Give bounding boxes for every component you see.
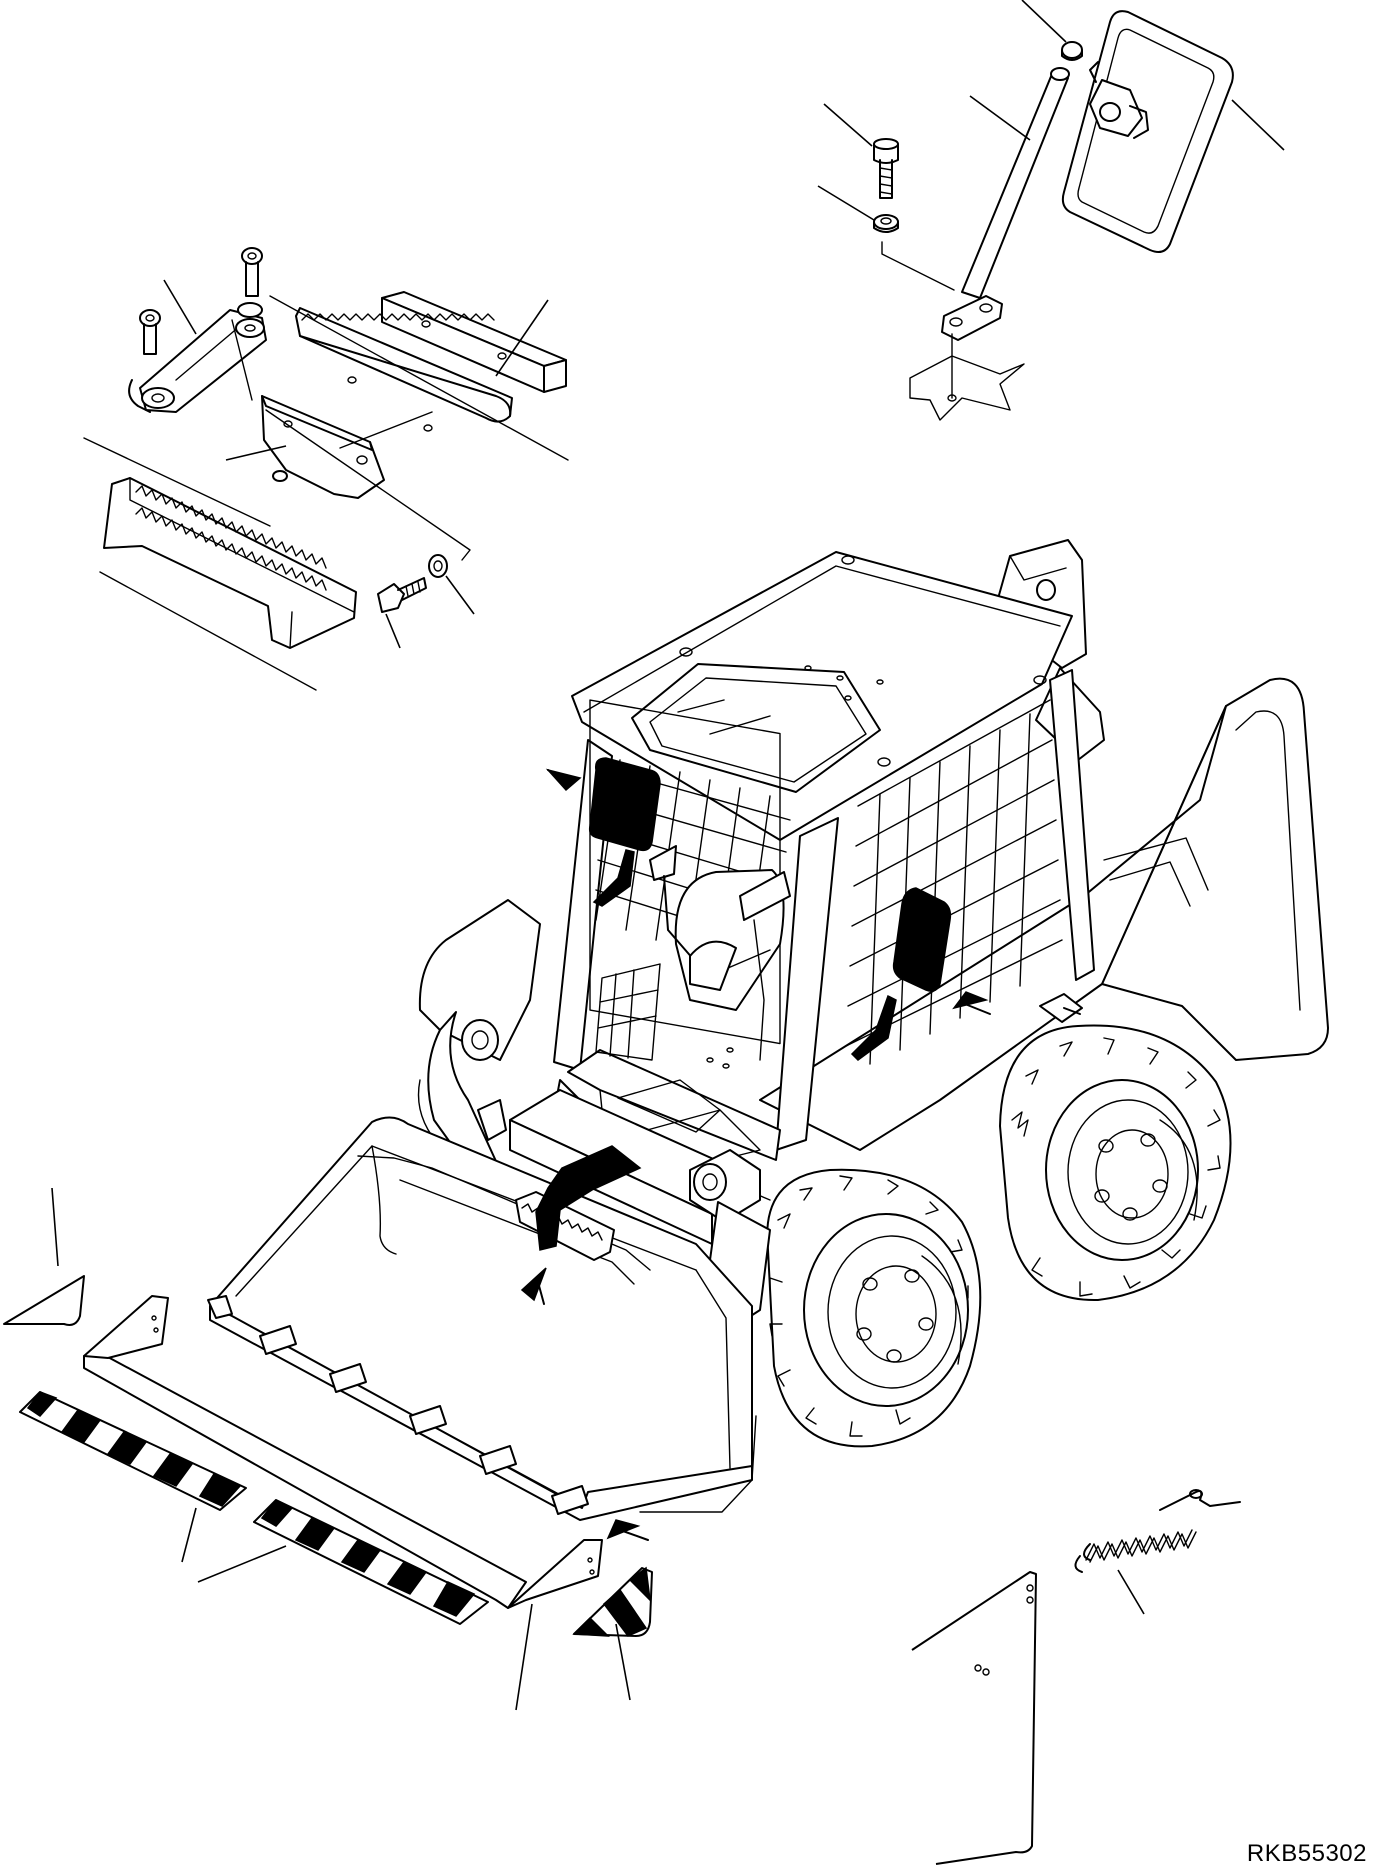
side-plate: [912, 1572, 1036, 1864]
indicator-arrows: [522, 770, 990, 1540]
tension-spring: [1075, 1490, 1240, 1572]
eye-bolt-left: [140, 310, 160, 354]
stripe-decal-upper: [20, 1392, 246, 1510]
mirror-stay: [942, 68, 1069, 340]
drawing-code: RKB55302: [1246, 1840, 1367, 1867]
lift-arm-left: [419, 900, 541, 1184]
mirror-bolt: [874, 139, 898, 198]
decal-cab-right: [852, 888, 950, 1060]
stripe-decal-lower: [254, 1500, 488, 1624]
stripe-decal-corner: [574, 1568, 652, 1636]
tow-hook-assembly: [84, 248, 568, 690]
cutting-edge: [84, 1296, 602, 1608]
corner-plate-loose: [4, 1188, 84, 1325]
spring-and-plate: [912, 1490, 1240, 1864]
mirror-assembly: [818, 0, 1284, 420]
step-comb: [104, 478, 356, 648]
mirror-cap: [1062, 42, 1082, 60]
decal-bucket-center: [536, 1146, 640, 1250]
decal-cab-left: [590, 758, 660, 906]
shackle: [129, 303, 266, 412]
bucket-teeth: [208, 1296, 588, 1514]
lower-grille-mesh: [596, 964, 660, 1060]
eye-bolt-top: [242, 248, 262, 296]
mirror: [1063, 11, 1233, 252]
operator-cab: [552, 552, 1094, 1200]
hook-washer: [429, 555, 447, 577]
wheel-rear-right: [1000, 1025, 1231, 1300]
serrated-plate: [296, 308, 512, 431]
mirror-washer: [874, 215, 898, 232]
hook-bolt: [378, 578, 426, 612]
wheel-front-right: [767, 1170, 980, 1447]
bucket-decal-set: [4, 1188, 652, 1710]
skid-steer-loader: [208, 540, 1328, 1540]
mounting-bracket: [262, 396, 384, 498]
counterweight-bar: [382, 292, 566, 392]
